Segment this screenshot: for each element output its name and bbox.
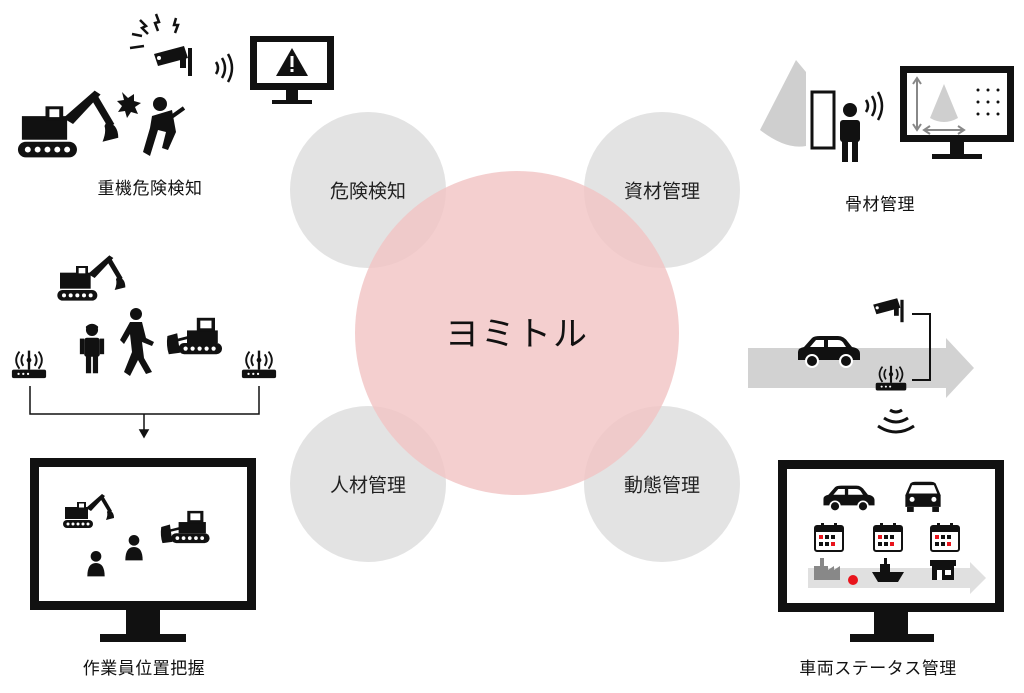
worker-person-icon (79, 323, 105, 374)
vehicle-position-marker (848, 575, 858, 585)
excavator-icon (57, 255, 126, 301)
security-camera-icon (154, 46, 192, 76)
circle-label-danger: 危険検知 (329, 180, 407, 203)
falling-worker-icon (143, 97, 186, 156)
aggregate-pile-icon (760, 60, 806, 147)
signal-waves-icon (214, 53, 234, 83)
signal-waves-icon (877, 408, 915, 434)
camera-bracket (912, 313, 931, 381)
scene-worker-location (10, 255, 278, 642)
caption-vehicle-status: 車両ステータス管理 (799, 659, 957, 679)
circle-label-personnel: 人材管理 (329, 474, 407, 497)
factory-icon (814, 558, 840, 580)
operator-person-icon (840, 103, 860, 162)
center-circle (355, 171, 679, 495)
alert-spark-icon (129, 13, 180, 50)
bulldozer-icon (166, 316, 224, 356)
calendar-icon (814, 522, 844, 552)
impact-burst-icon (117, 92, 141, 118)
road-arrow (748, 338, 974, 398)
caption-worker-location: 作業員位置把握 (82, 659, 206, 679)
center-diagram (290, 112, 740, 562)
calendar-icon (930, 522, 960, 552)
excavator-icon (17, 90, 119, 158)
wireless-router-icon (240, 349, 278, 380)
monitor-icon (900, 66, 1014, 159)
circle-label-movement: 動態管理 (623, 474, 701, 497)
shop-icon (930, 560, 956, 580)
scene-aggregate (760, 60, 1014, 162)
ship-icon (872, 558, 904, 582)
caption-heavy-machinery: 重機危険検知 (97, 179, 203, 199)
wireless-router-icon (874, 364, 908, 392)
monitor-icon (250, 36, 334, 104)
security-camera-icon (873, 298, 904, 323)
walking-worker-icon (120, 308, 154, 376)
signal-waves-icon (864, 91, 884, 121)
volume-measure-icon (912, 76, 1000, 135)
scene-vehicle-status (748, 298, 1004, 642)
wireless-router-icon (10, 349, 48, 380)
circle-label-materials: 資材管理 (623, 180, 701, 203)
center-label: ヨミトル (445, 314, 589, 355)
calendar-icon (873, 522, 903, 552)
warning-triangle-icon (276, 48, 308, 76)
monitor-icon (30, 458, 256, 642)
connector-lines (29, 386, 260, 439)
scene-heavy-machinery (17, 13, 334, 158)
sensor-pole-icon (810, 90, 836, 150)
caption-aggregate: 骨材管理 (845, 195, 915, 215)
